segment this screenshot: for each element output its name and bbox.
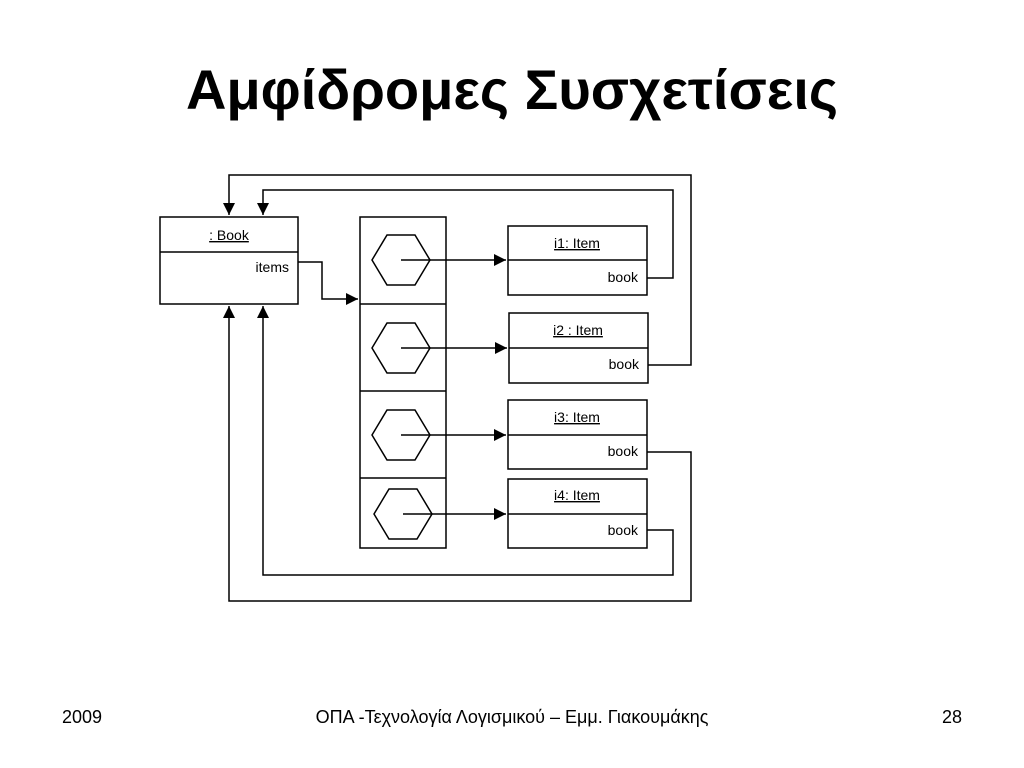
item-1-back-reference-arrow	[257, 189, 674, 279]
item-object-4: i4: Item book	[507, 478, 648, 549]
item-object-2: i2 : Item book	[508, 312, 649, 384]
item-4-book-attribute: book	[608, 522, 639, 538]
item-2-back-reference-arrow	[223, 174, 692, 366]
book-object: : Book items	[159, 216, 299, 305]
book-object-name: : Book	[209, 227, 250, 243]
item-object-1: i1: Item book	[507, 225, 648, 296]
footer-year: 2009	[62, 707, 103, 727]
slide-title: Αμφίδρομες Συσχετίσεις	[185, 58, 839, 121]
item-3-back-reference-arrow	[223, 306, 692, 602]
item-2-book-attribute: book	[609, 356, 640, 372]
item-1-name: i1: Item	[554, 235, 600, 251]
item-object-3: i3: Item book	[507, 399, 648, 470]
item-3-book-attribute: book	[608, 443, 639, 459]
book-items-attribute: items	[256, 259, 289, 275]
footer-course: ΟΠΑ -Τεχνολογία Λογισμικού – Εμμ. Γιακου…	[315, 707, 709, 727]
item-1-book-attribute: book	[608, 269, 639, 285]
items-reference-arrow	[298, 261, 358, 305]
item-3-name: i3: Item	[554, 409, 600, 425]
items-collection	[359, 216, 447, 549]
item-4-back-reference-arrow	[257, 306, 674, 576]
item-2-name: i2 : Item	[553, 322, 603, 338]
footer-page-number: 28	[941, 707, 962, 727]
item-4-name: i4: Item	[554, 487, 600, 503]
